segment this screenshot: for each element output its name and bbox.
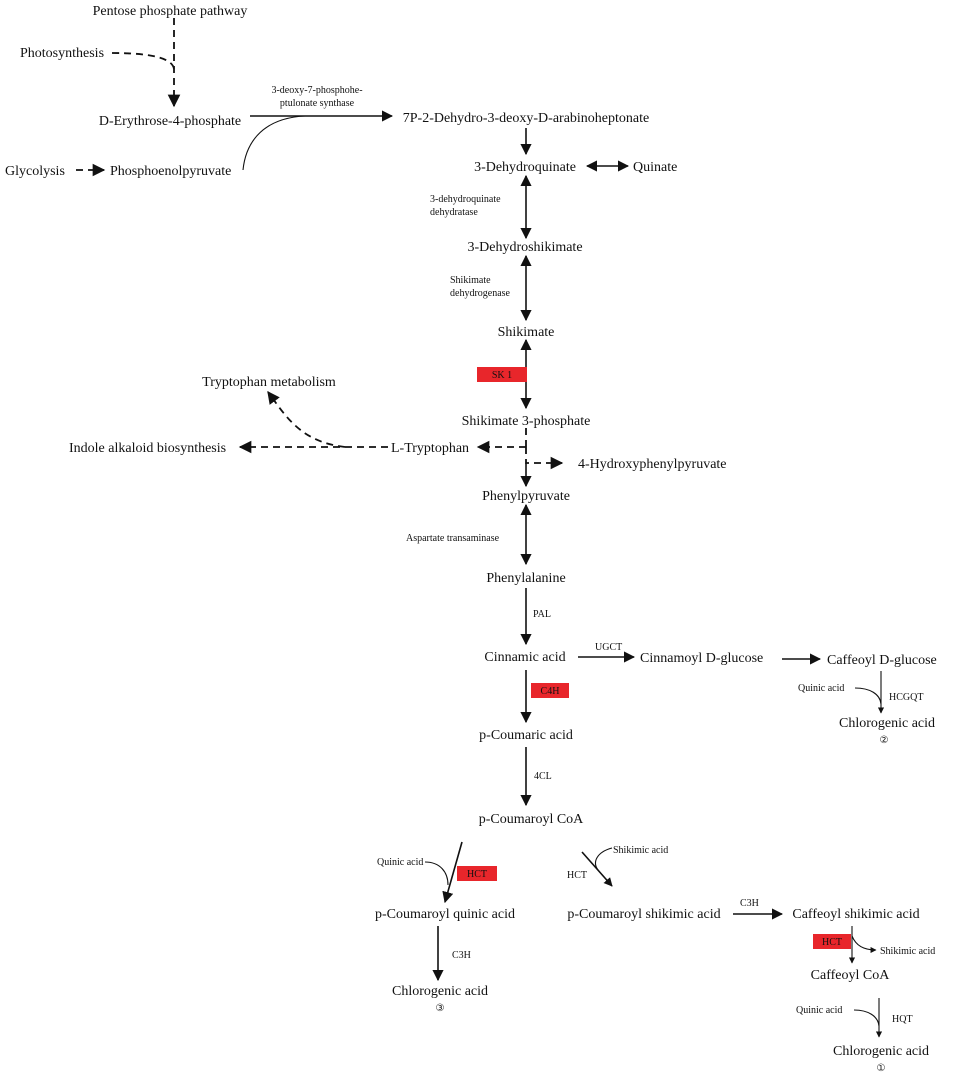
edge-quinic-merge-glucose bbox=[854, 687, 882, 705]
enzyme-c4h: C4H bbox=[541, 686, 560, 697]
node-cinnamoyl-glucose: Cinnamoyl D-glucose bbox=[640, 651, 763, 666]
node-caffeoyl-glucose: Caffeoyl D-glucose bbox=[827, 653, 937, 668]
metabolites: Pentose phosphate pathway Photosynthesis… bbox=[5, 4, 937, 1059]
node-hydroxyphenylpyruvate: 4-Hydroxyphenylpyruvate bbox=[578, 457, 727, 472]
enzyme-ugct: UGCT bbox=[595, 642, 622, 653]
cosubstrates: Quinic acid Quinic acid Shikimic acid Sh… bbox=[377, 683, 935, 1016]
route-markers: ② ③ ① bbox=[436, 735, 889, 1074]
node-quinate: Quinate bbox=[633, 160, 677, 175]
node-phenylpyruvate: Phenylpyruvate bbox=[482, 489, 570, 504]
node-pep: Phosphoenolpyruvate bbox=[110, 164, 231, 179]
edge-quinic-merge-hct bbox=[424, 861, 449, 886]
enzyme-labels: 3-deoxy-7-phosphohe- ptulonate synthase … bbox=[271, 85, 923, 1025]
node-photosynthesis: Photosynthesis bbox=[20, 46, 104, 61]
node-p-coumaroyl-quinic: p-Coumaroyl quinic acid bbox=[375, 907, 515, 922]
enzyme-dahp-synthase-line1: 3-deoxy-7-phosphohe- bbox=[271, 85, 362, 96]
edge-shikimic-merge bbox=[594, 847, 613, 871]
enzyme-hqt: HQT bbox=[892, 1014, 913, 1025]
enzyme-aspartate-transaminase: Aspartate transaminase bbox=[406, 533, 500, 544]
node-dhq: 3-Dehydroquinate bbox=[474, 160, 576, 175]
node-chlorogenic-3: Chlorogenic acid bbox=[392, 984, 488, 999]
edge-pep-merge bbox=[242, 115, 306, 171]
edge-photosynthesis-merge bbox=[111, 52, 175, 71]
cosubstrate-quinic-hct: Quinic acid bbox=[377, 857, 423, 868]
enzyme-c3h-left: C3H bbox=[452, 950, 471, 961]
node-dhs: 3-Dehydroshikimate bbox=[467, 240, 582, 255]
node-glycolysis: Glycolysis bbox=[5, 164, 65, 179]
node-phenylalanine: Phenylalanine bbox=[486, 571, 565, 586]
pathway-edges bbox=[76, 18, 885, 1038]
hct-left-box bbox=[457, 866, 497, 881]
cosubstrate-quinic-hqt: Quinic acid bbox=[796, 1005, 842, 1016]
sk1-box bbox=[477, 367, 527, 382]
route-marker-2: ② bbox=[880, 735, 889, 746]
enzyme-dhq-dehydratase-line1: 3-dehydroquinate bbox=[430, 194, 501, 205]
node-chlorogenic-1: Chlorogenic acid bbox=[833, 1044, 929, 1059]
node-chlorogenic-2: Chlorogenic acid bbox=[839, 716, 935, 731]
node-e4p: D-Erythrose-4-phosphate bbox=[99, 114, 241, 129]
enzyme-hcgqt: HCGQT bbox=[889, 692, 923, 703]
cosubstrate-shikimic-out: Shikimic acid bbox=[880, 946, 935, 957]
route-marker-1: ① bbox=[877, 1063, 886, 1074]
node-cinnamic-acid: Cinnamic acid bbox=[484, 650, 565, 665]
node-dahp: 7P-2-Dehydro-3-deoxy-D-arabinoheptonate bbox=[403, 111, 649, 126]
edge-quinic-merge-hqt bbox=[853, 1009, 880, 1027]
cosubstrate-quinic-glucose: Quinic acid bbox=[798, 683, 844, 694]
edge-trp-to-metabolism bbox=[267, 390, 346, 448]
enzyme-dahp-synthase-line2: ptulonate synthase bbox=[280, 98, 355, 109]
node-s3p: Shikimate 3-phosphate bbox=[462, 414, 591, 429]
node-p-coumaroyl-shikimic: p-Coumaroyl shikimic acid bbox=[567, 907, 720, 922]
node-indole-alkaloid: Indole alkaloid biosynthesis bbox=[69, 441, 226, 456]
enzyme-shikimate-dehydrogenase-line2: dehydrogenase bbox=[450, 288, 511, 299]
node-l-tryptophan: L-Tryptophan bbox=[391, 441, 469, 456]
highlighted-enzymes: SK 1 C4H HCT HCT bbox=[457, 367, 851, 949]
node-p-coumaric-acid: p-Coumaric acid bbox=[479, 728, 573, 743]
c4h-box bbox=[531, 683, 569, 698]
edge-s3p-to-hpp bbox=[525, 447, 564, 470]
enzyme-pal: PAL bbox=[533, 609, 551, 620]
enzyme-sk1: SK 1 bbox=[492, 370, 512, 381]
edge-shikimic-release bbox=[851, 935, 877, 954]
enzyme-c3h-right: C3H bbox=[740, 898, 759, 909]
node-shikimate: Shikimate bbox=[498, 325, 555, 340]
enzyme-shikimate-dehydrogenase-line1: Shikimate bbox=[450, 275, 491, 286]
enzyme-dhq-dehydratase-line2: dehydratase bbox=[430, 207, 478, 218]
enzyme-4cl: 4CL bbox=[534, 771, 552, 782]
cosubstrate-shikimic-in: Shikimic acid bbox=[613, 845, 668, 856]
node-caffeoyl-coa: Caffeoyl CoA bbox=[811, 968, 891, 983]
edge-coa-to-quinic-ester bbox=[442, 841, 463, 904]
node-caffeoyl-shikimic: Caffeoyl shikimic acid bbox=[792, 907, 919, 922]
hct-bottom-box bbox=[813, 934, 851, 949]
node-p-coumaroyl-coa: p-Coumaroyl CoA bbox=[479, 812, 584, 827]
enzyme-hct-bottom: HCT bbox=[822, 937, 842, 948]
route-marker-3: ③ bbox=[436, 1003, 445, 1014]
node-pentose: Pentose phosphate pathway bbox=[93, 4, 248, 19]
enzyme-hct-right: HCT bbox=[567, 870, 587, 881]
node-tryptophan-metabolism: Tryptophan metabolism bbox=[202, 375, 336, 390]
enzyme-hct-left: HCT bbox=[467, 869, 487, 880]
